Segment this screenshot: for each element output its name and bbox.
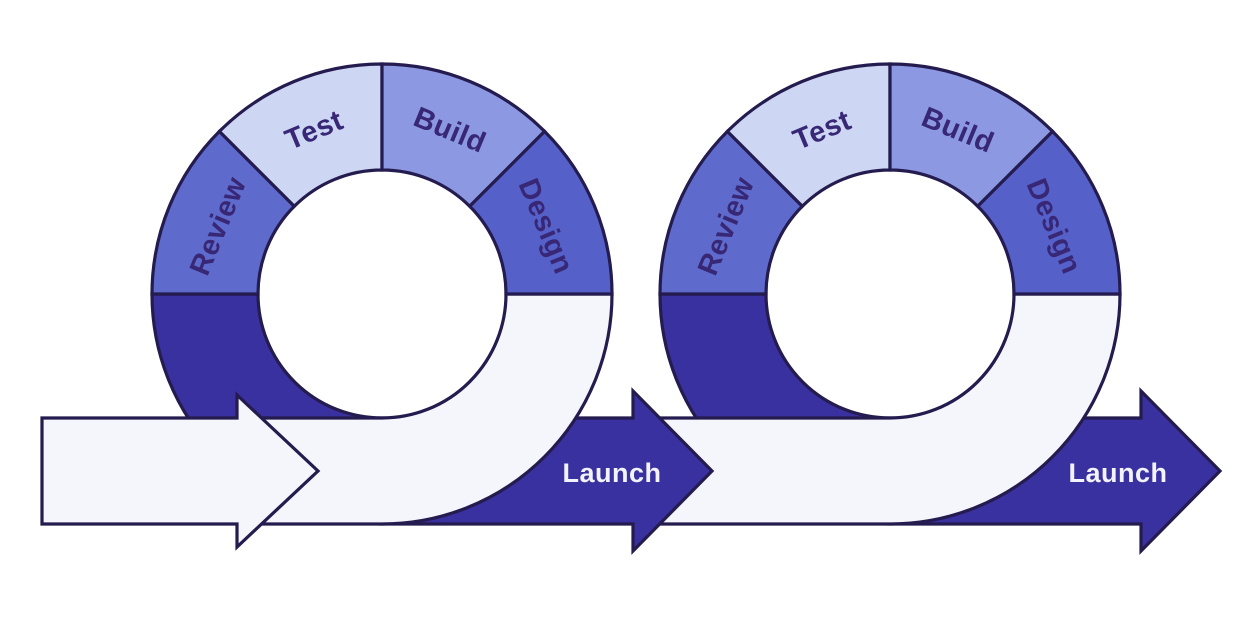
loop1-launch-label: Launch — [562, 458, 661, 488]
loop2-launch-label: Launch — [1068, 458, 1167, 488]
loop2-flow-sweep — [638, 292, 1122, 526]
loop2-segment-design — [975, 129, 1122, 296]
loop1-segment-design — [467, 129, 614, 296]
flow-start-arrow — [40, 391, 321, 551]
loop1-flow-sweep — [248, 292, 614, 526]
